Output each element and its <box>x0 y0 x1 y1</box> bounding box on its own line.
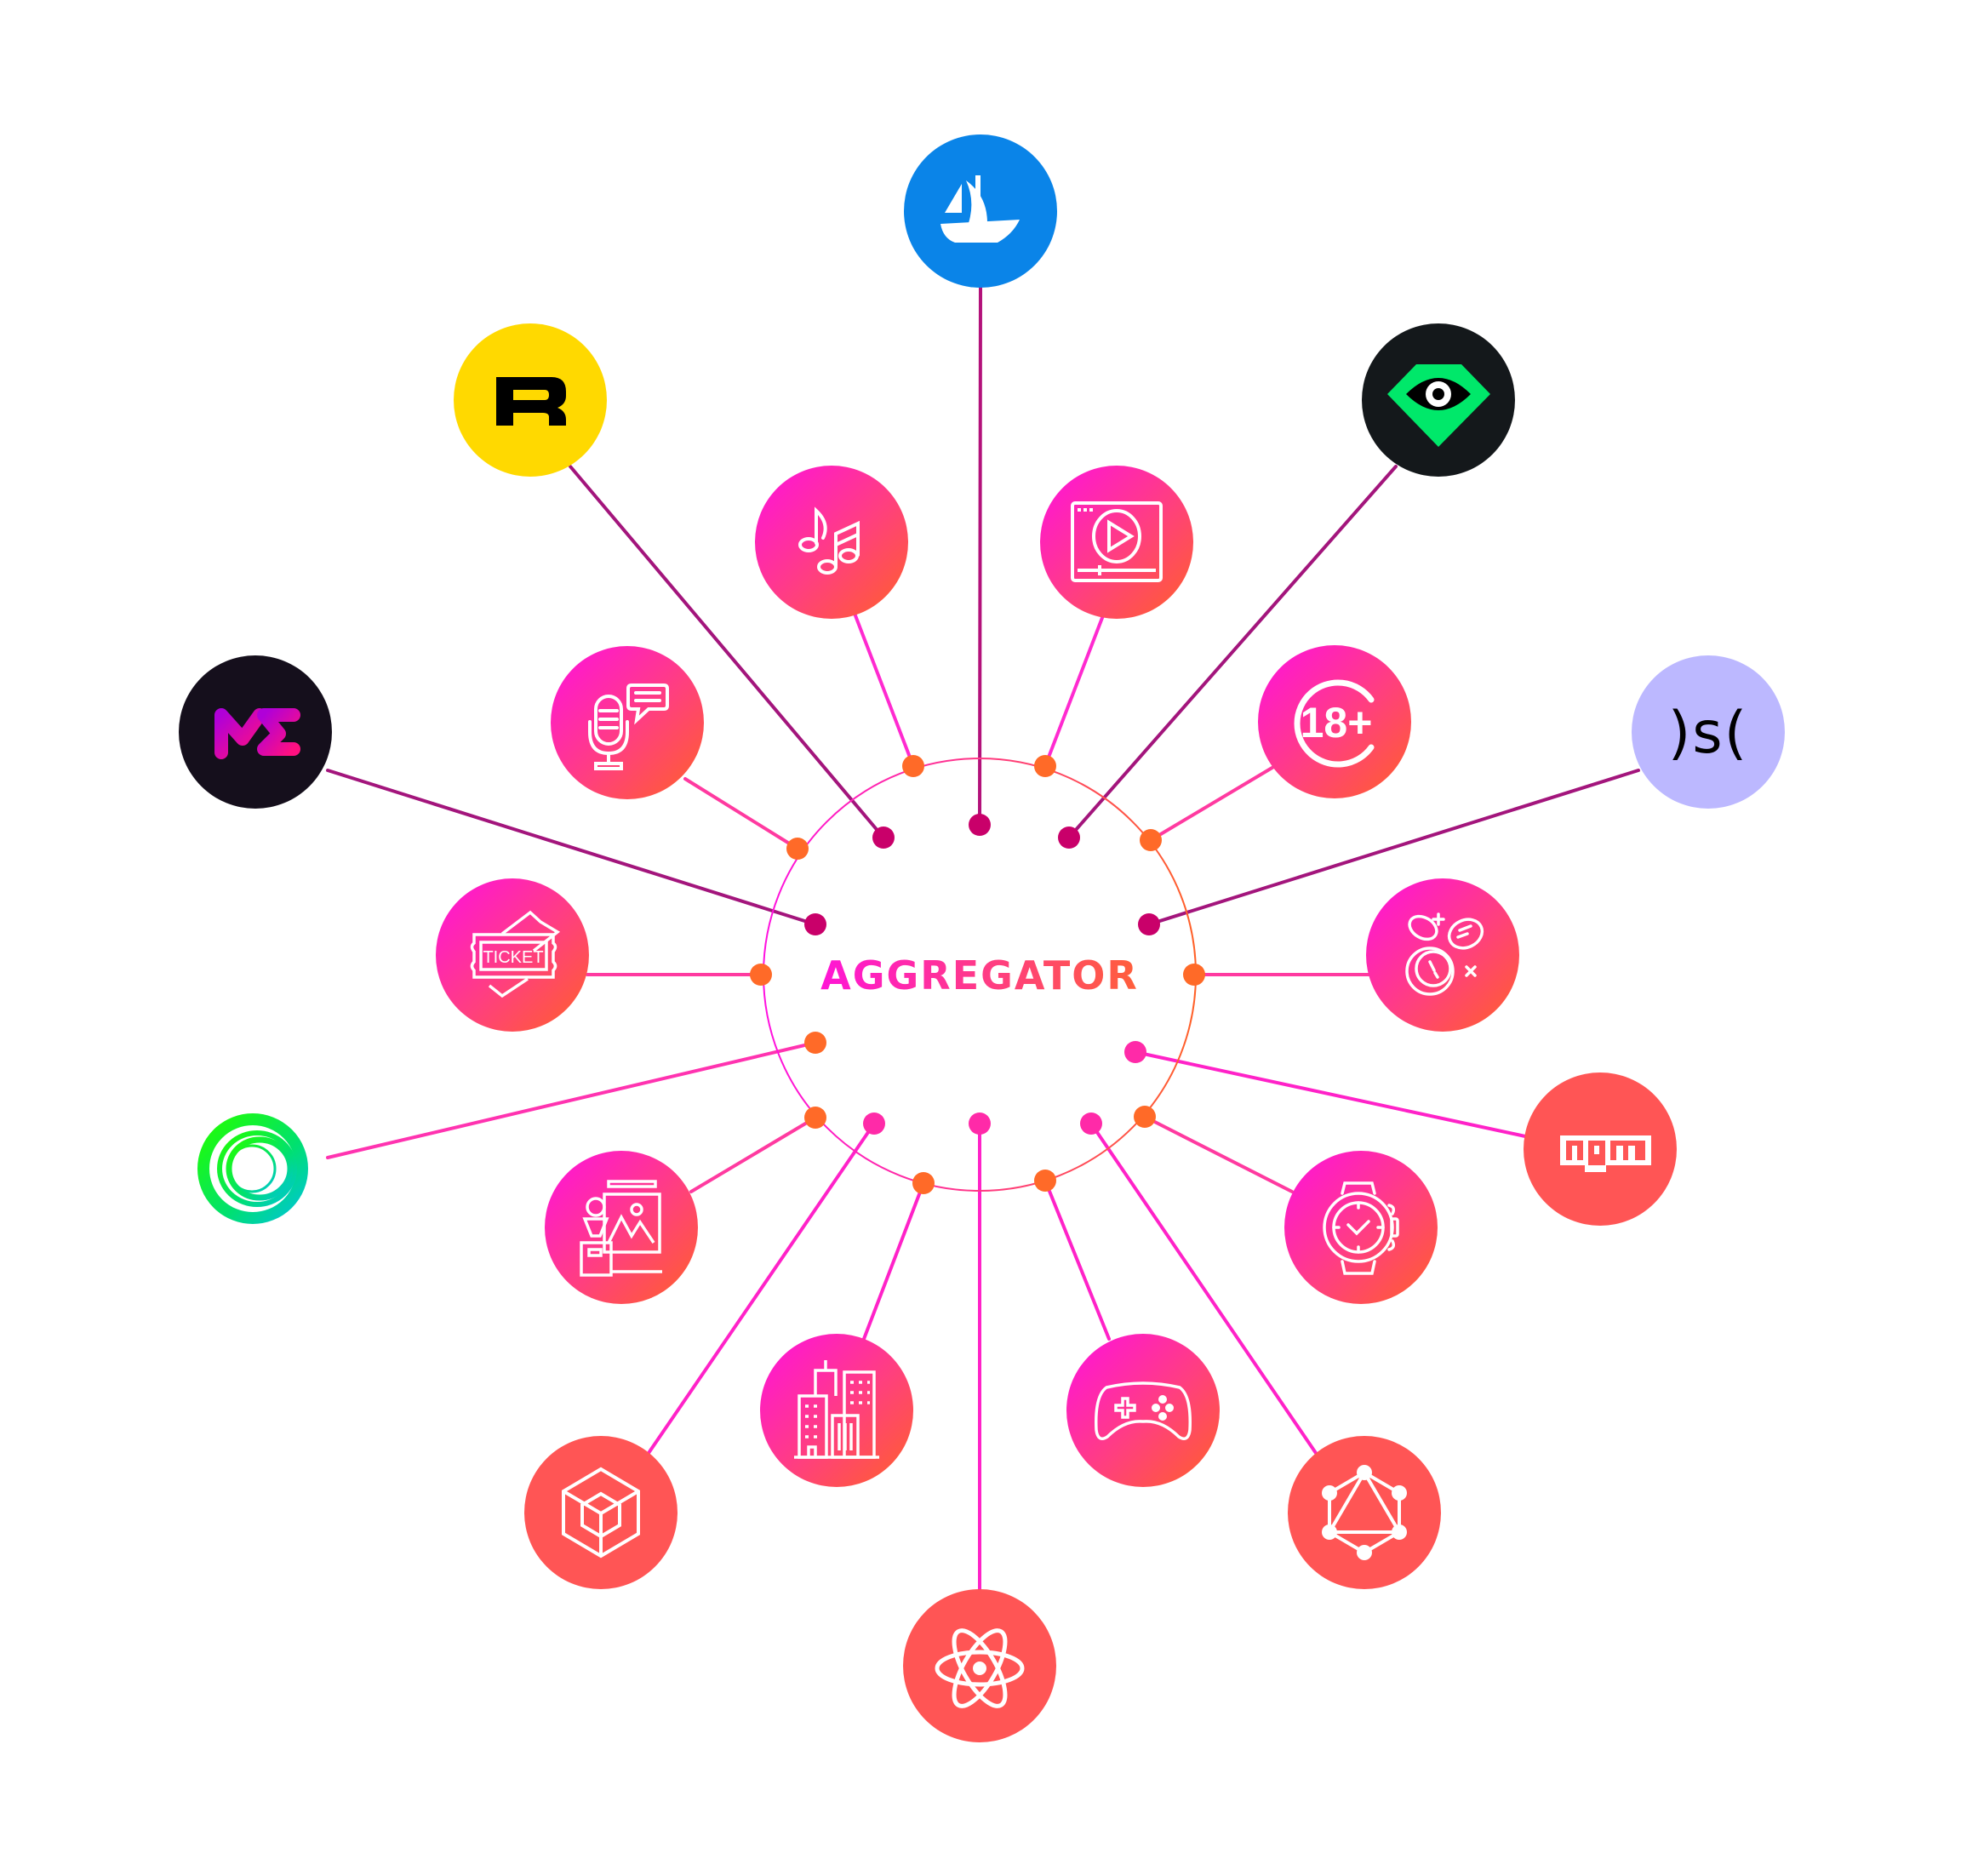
link-art <box>689 1116 817 1193</box>
node-rarible[interactable] <box>454 323 607 477</box>
dot-swirl <box>804 1032 826 1054</box>
ship-icon <box>940 175 1020 243</box>
link-graphql <box>1089 1122 1319 1457</box>
dot-art <box>804 1107 826 1129</box>
link-swirl <box>326 1041 817 1159</box>
link-npm <box>1134 1050 1527 1138</box>
dot-gaming <box>1034 1170 1056 1192</box>
link-rarible <box>569 465 885 839</box>
ticket-label: TICKET <box>483 948 543 967</box>
dot-adult <box>1140 829 1162 851</box>
node-real-estate[interactable] <box>760 1334 913 1487</box>
dot-sudoswap <box>1138 913 1160 935</box>
graphql-icon <box>1322 1465 1407 1560</box>
dot-graphql <box>1080 1112 1102 1135</box>
dot-react <box>969 1112 991 1135</box>
dot-real-estate <box>912 1172 935 1194</box>
dot-video <box>1034 755 1056 777</box>
node-ticket[interactable]: TICKET <box>436 878 589 1032</box>
link-cube <box>645 1122 876 1457</box>
dot-ticket <box>750 964 772 986</box>
node-graphql[interactable] <box>1288 1436 1441 1589</box>
video-player-icon <box>1071 501 1163 582</box>
eighteen-plus-icon: 18+ <box>1294 679 1375 768</box>
link-video <box>1043 609 1106 768</box>
watch-icon <box>1323 1181 1399 1275</box>
dot-rarible <box>872 826 895 849</box>
node-npm[interactable] <box>1524 1072 1677 1226</box>
dot-podcast <box>786 838 809 860</box>
ticket-icon: TICKET <box>470 910 561 998</box>
node-music[interactable] <box>755 466 908 619</box>
sudo-logo-icon: )s( <box>1668 700 1749 767</box>
node-swirl[interactable] <box>197 1113 308 1224</box>
dot-coins <box>1183 964 1205 986</box>
dot-npm <box>1124 1041 1146 1063</box>
green-swirl-icon <box>197 1113 308 1224</box>
dot-opensea <box>969 814 991 836</box>
dot-gem <box>1058 826 1080 849</box>
node-coins[interactable] <box>1366 878 1519 1032</box>
node-gaming[interactable] <box>1066 1334 1220 1487</box>
connection-dots <box>750 755 1205 1194</box>
node-video[interactable] <box>1040 466 1193 619</box>
node-magic-eden[interactable] <box>179 655 332 809</box>
link-real-estate <box>862 1181 925 1341</box>
link-music <box>852 609 915 768</box>
r-letter-icon <box>496 377 566 426</box>
connector-lines <box>326 286 1640 1593</box>
dot-cube <box>863 1112 885 1135</box>
buildings-icon <box>794 1360 879 1459</box>
cube-icon <box>562 1467 640 1559</box>
node-react[interactable] <box>903 1589 1056 1742</box>
me-logo-icon <box>214 708 300 759</box>
link-podcast <box>683 777 799 850</box>
gem-eye-icon <box>1387 364 1490 447</box>
link-gem <box>1067 465 1398 839</box>
link-sudoswap <box>1147 769 1640 926</box>
microphone-chat-icon <box>588 683 669 770</box>
music-notes-icon <box>798 506 860 575</box>
node-podcast[interactable] <box>551 646 704 799</box>
eighteen-plus-label: 18+ <box>1301 699 1373 746</box>
dot-watch <box>1134 1106 1156 1128</box>
node-adult[interactable]: 18+ <box>1258 645 1411 798</box>
link-magic-eden <box>326 769 817 926</box>
link-watch <box>1143 1115 1294 1193</box>
react-atom-icon <box>935 1628 1025 1708</box>
link-adult <box>1149 764 1277 842</box>
node-opensea[interactable] <box>904 134 1057 288</box>
dot-magic-eden <box>804 913 826 935</box>
node-watch[interactable] <box>1284 1151 1438 1304</box>
gamepad-icon <box>1095 1381 1192 1440</box>
hub-title: AGGREGATOR <box>820 952 1139 998</box>
link-gaming <box>1043 1179 1111 1341</box>
npm-icon <box>1560 1135 1651 1172</box>
dot-music <box>902 755 924 777</box>
art-gallery-icon <box>580 1180 662 1277</box>
node-sudoswap[interactable]: )s( <box>1632 655 1785 809</box>
coins-icon <box>1405 912 1484 996</box>
node-cube[interactable] <box>524 1436 677 1589</box>
node-art[interactable] <box>545 1151 698 1304</box>
node-gem[interactable] <box>1362 323 1515 477</box>
